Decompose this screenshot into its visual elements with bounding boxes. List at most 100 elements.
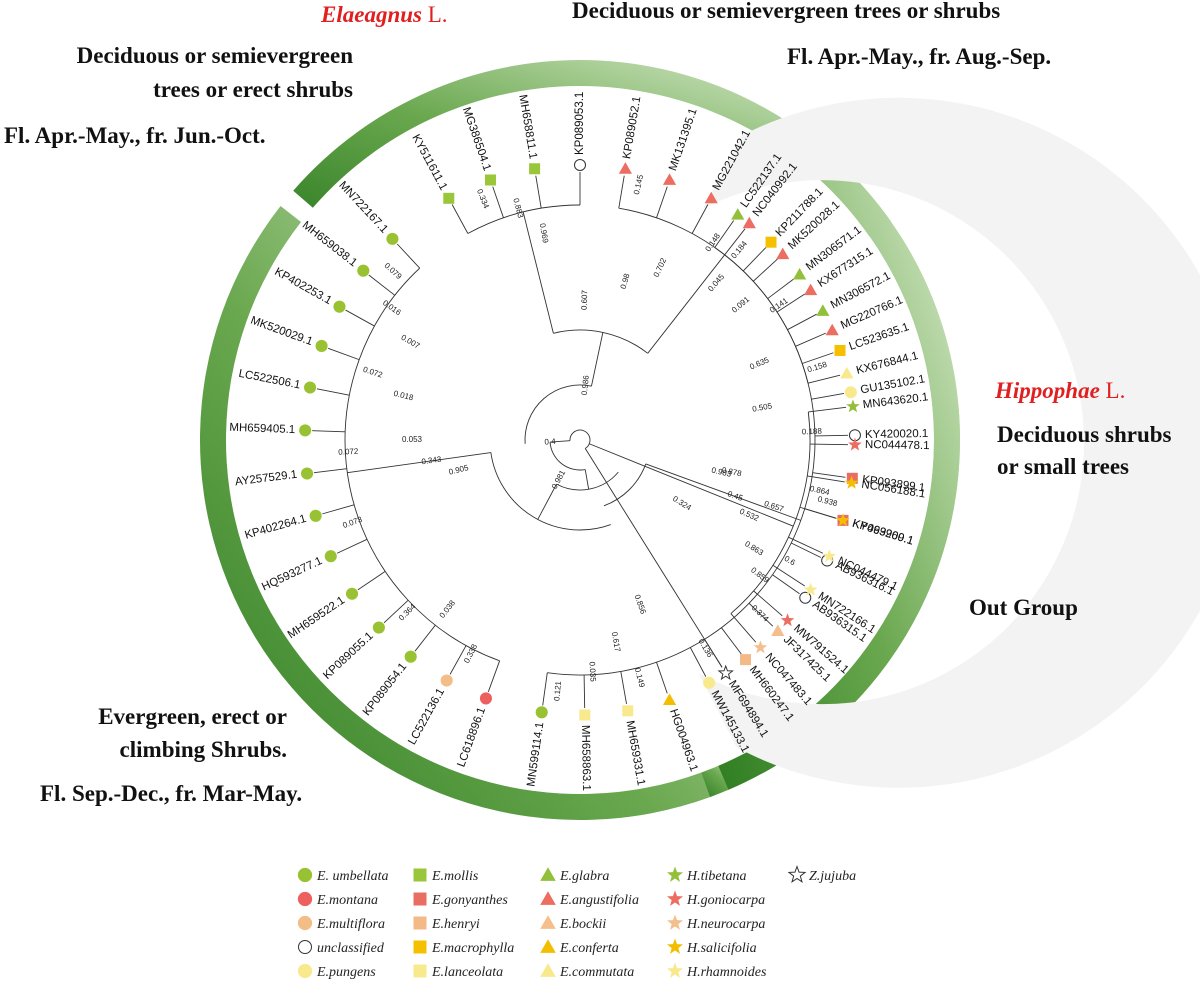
leaf-symbol-9 [299, 424, 312, 437]
branch-tip-25 [772, 574, 800, 595]
branch-tip-42 [795, 332, 826, 347]
branch-tip-31 [802, 352, 834, 364]
legend-label-2-3: E.conferta [559, 941, 619, 956]
leaf-label-18: MN599114.1 [525, 721, 546, 787]
branch-tip-35 [714, 220, 735, 248]
legend-label-2-1: E.angustifolia [559, 893, 639, 908]
legend-symbol-2-3 [540, 939, 556, 953]
stem-umbellata [347, 452, 491, 474]
ring-segment-deciduous-erect [199, 206, 710, 820]
legend-symbol-0-1 [297, 891, 313, 907]
clade-umbellata-arc [344, 267, 500, 662]
bootstrap-value-4: 0.883 [511, 197, 525, 219]
leaf-label-16: LC522136.1 [406, 686, 447, 747]
branch-tip-17 [487, 660, 501, 692]
stem-outgroup [584, 448, 723, 668]
bootstrap-value-13: 0.016 [381, 298, 403, 317]
leaf-symbol-42 [825, 323, 839, 336]
bootstrap-value-5: 0.334 [475, 188, 491, 210]
branch-tip-4 [396, 243, 421, 269]
bootstrap-values: 0.40.9860.6070.9690.8830.3340.980.7020.0… [338, 173, 839, 701]
stem-hippophae [589, 443, 794, 527]
branch-tip-38 [691, 204, 709, 234]
bootstrap-value-44: 0.45 [726, 489, 744, 503]
leaf-symbol-37 [662, 173, 677, 185]
leaf-symbol-51 [753, 640, 768, 654]
node-umbellata-join [490, 452, 611, 531]
leaf-label-1: MH658811.1 [516, 94, 539, 160]
node-root [569, 429, 591, 449]
branch-tip-41 [776, 293, 806, 313]
leaf-symbol-19 [579, 709, 591, 721]
label-band-arc [698, 97, 1200, 788]
leaf-symbol-25 [799, 591, 812, 604]
bootstrap-value-38: 0.188 [802, 427, 823, 437]
leaf-symbol-38 [704, 191, 718, 204]
branch-tip-43 [807, 374, 841, 384]
bootstrap-value-26: 0.121 [552, 680, 563, 701]
branch-tip-32 [787, 313, 817, 331]
legend-label-3-0: H.tibetana [686, 869, 747, 884]
bootstrap-value-34: 0.6 [783, 554, 798, 568]
leaf-label-12: HQ593277.1 [260, 555, 324, 593]
tree-branches [312, 172, 848, 708]
hippophae-desc-line2: or small trees [997, 454, 1129, 479]
leaf-label-0: KP089053.1 [574, 92, 586, 155]
bootstrap-value-30: 0.136 [696, 637, 714, 659]
bootstrap-value-17: 0.072 [338, 447, 359, 457]
leaf-symbol-40 [776, 247, 790, 260]
branch-tip-15 [414, 624, 436, 652]
hippophae-title: Hippophae L. [994, 378, 1125, 403]
branch-tip-8 [316, 388, 350, 396]
bootstrap-value-36: 0.864 [809, 484, 831, 497]
leaf-label-11: KP402264.1 [244, 513, 308, 542]
stem-elaeagnus-root [550, 440, 571, 443]
hippophae-desc-line1: Deciduous shrubs [997, 422, 1172, 447]
bootstrap-value-15: 0.007 [400, 333, 422, 351]
branch-tip-30 [811, 393, 845, 400]
node-elaeagnus-deciduous [553, 329, 648, 354]
leaf-symbol-35 [731, 208, 745, 220]
branch-tip-2 [492, 186, 504, 218]
bootstrap-value-41: 0.091 [730, 294, 752, 314]
leaf-symbol-17 [479, 692, 492, 705]
bootstrap-value-42: 0.184 [729, 239, 749, 261]
legend-symbol-3-0 [666, 866, 684, 882]
branch-tip-19 [583, 674, 586, 708]
leaf-symbol-43 [840, 366, 854, 379]
leaf-labels: KP089053.1MH658811.1MG386504.1KY511611.1… [229, 92, 929, 791]
bootstrap-value-10: 0.148 [703, 231, 722, 253]
bootstrap-value-46: 0.938 [817, 495, 839, 509]
leaf-label-6: KP402253.1 [272, 266, 333, 307]
legend-label-2-2: E.bockii [559, 917, 606, 932]
ring-segment-deciduous-trees-shrubs [293, 60, 892, 237]
branch-tip-40 [752, 258, 778, 282]
branch-tip-3 [451, 204, 469, 234]
leaf-symbol-33 [793, 267, 807, 280]
leaf-symbol-12 [324, 550, 337, 563]
bootstrap-value-28: 0.617 [610, 631, 622, 653]
leaf-symbol-32 [816, 304, 830, 316]
legend-symbol-3-3 [666, 938, 684, 954]
branch-tip-45 [809, 443, 848, 446]
bootstrap-value-43: 0.878 [721, 465, 743, 478]
leaf-label-15: KP089054.1 [361, 661, 409, 718]
bootstrap-value-21: 0.905 [448, 463, 470, 477]
leaf-label-17: LC618896.1 [455, 706, 488, 769]
species-legend: E. umbellataE.montanaE.multifloraunclass… [297, 865, 856, 980]
branch-tip-39 [724, 228, 746, 256]
branch-tip-1 [535, 175, 542, 209]
legend-symbol-3-4 [666, 962, 684, 978]
legend-symbol-2-2 [540, 915, 556, 929]
legend-label-3-1: H.goniocarpa [686, 893, 765, 908]
leaf-symbol-16 [440, 674, 453, 687]
leaf-label-45: NC044478.1 [865, 439, 930, 452]
branch-tip-12 [336, 538, 368, 554]
branch-tip-48 [788, 536, 824, 554]
leaf-symbol-44 [846, 399, 860, 413]
branch-tip-9 [312, 430, 346, 433]
branch-tip-21 [656, 662, 668, 694]
leaf-symbol-14 [372, 621, 385, 634]
legend-symbol-2-0 [540, 867, 556, 881]
legend-label-4-0: Z.jujuba [809, 869, 856, 884]
